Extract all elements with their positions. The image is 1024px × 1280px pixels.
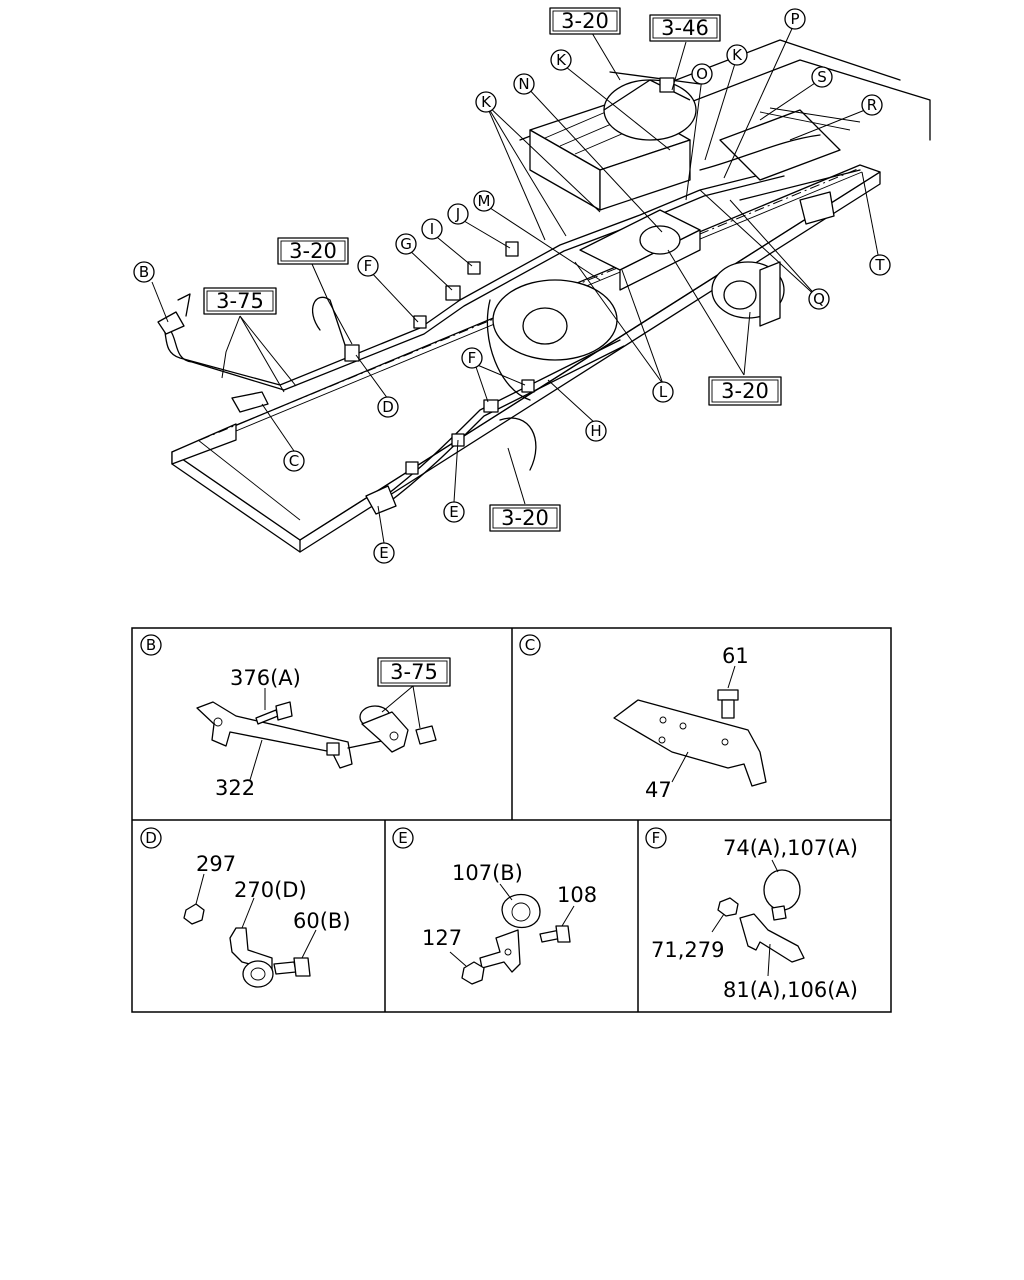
callout-j: J (447, 203, 469, 225)
page-ref-box: 3-20 (277, 237, 349, 265)
part-number: 270(D) (234, 878, 307, 902)
callout-i-label: I (430, 220, 434, 238)
panel-d-label: D (145, 829, 157, 847)
page-ref-label: 3-20 (501, 506, 549, 530)
part-number: 376(A) (230, 666, 301, 690)
page-ref-box: 3-20 (708, 376, 782, 406)
callout-i: I (421, 218, 443, 240)
callout-b: B (133, 261, 155, 283)
callout-c: C (283, 450, 305, 472)
callout-q: Q (808, 288, 830, 310)
part-number: 47 (645, 778, 672, 802)
callout-f: F (357, 255, 379, 277)
callout-k-3-label: K (732, 46, 743, 64)
callout-p: P (784, 8, 806, 30)
callout-h: H (585, 420, 607, 442)
part-number: 60(B) (293, 909, 351, 933)
page-ref-box: 3-20 (549, 7, 621, 35)
callout-t-label: T (874, 256, 885, 274)
callout-o-label: O (696, 65, 708, 83)
part-number: 127 (422, 926, 462, 950)
callout-r: R (861, 94, 883, 116)
callout-d-label: D (382, 398, 394, 416)
callout-f-2: F (461, 347, 483, 369)
callout-n: N (513, 73, 535, 95)
page-ref-label: 3-20 (721, 379, 769, 403)
callout-f-2-label: F (468, 349, 477, 367)
callout-k-2: K (550, 49, 572, 71)
page-ref-label: 3-75 (390, 660, 438, 684)
panel-e-label: E (398, 829, 407, 847)
part-number: 297 (196, 852, 236, 876)
page-ref-label: 3-75 (216, 289, 264, 313)
callout-e: E (443, 501, 465, 523)
callout-e-2: E (373, 542, 395, 564)
callout-h-label: H (590, 422, 601, 440)
detail-panel-d: D 297 270(D) 60(B) (140, 827, 351, 988)
callout-e-2-label: E (379, 544, 388, 562)
callout-m: M (473, 190, 495, 212)
callout-s: S (811, 66, 833, 88)
panel-f-label: F (652, 829, 661, 847)
part-number: 108 (557, 883, 597, 907)
callout-e-label: E (449, 503, 458, 521)
chassis-assembly-view (157, 39, 931, 553)
callout-k-2-label: K (556, 51, 567, 69)
callout-s-label: S (817, 68, 827, 86)
panel-b-label: B (146, 636, 156, 654)
part-number: 81(A),106(A) (723, 978, 858, 1002)
callout-c-label: C (289, 452, 299, 470)
detail-panel-c: C 61 47 (519, 634, 767, 802)
part-number: 322 (215, 776, 255, 800)
callout-r-label: R (867, 96, 877, 114)
callout-o: O (691, 63, 713, 85)
page-ref-label: 3-20 (561, 9, 609, 33)
callout-l: L (652, 381, 674, 403)
callout-l-label: L (659, 383, 668, 401)
part-number: 61 (722, 644, 749, 668)
callout-n-label: N (518, 75, 529, 93)
callout-g-label: G (400, 235, 412, 253)
callout-t: T (869, 254, 891, 276)
callout-k-label: K (481, 93, 492, 111)
callout-k: K (475, 91, 497, 113)
callout-k-3: K (726, 44, 748, 66)
page-ref-label: 3-46 (661, 16, 709, 40)
callout-leaders (151, 21, 881, 544)
detail-panels (131, 627, 892, 1013)
page-ref-box: 3-46 (649, 14, 721, 42)
callout-j-label: J (455, 205, 460, 223)
callout-m-label: M (478, 192, 491, 210)
part-number: 74(A),107(A) (723, 836, 858, 860)
callout-g: G (395, 233, 417, 255)
page-ref-label: 3-20 (289, 239, 337, 263)
callout-b-label: B (139, 263, 149, 281)
part-number: 71,279 (651, 938, 724, 962)
part-number: 107(B) (452, 861, 523, 885)
detail-panel-e: E 107(B) 108 127 (392, 827, 597, 985)
page-ref-box: 3-75 (203, 287, 277, 315)
page-ref-box: 3-20 (489, 504, 561, 532)
detail-panel-b: B 376(A) 322 3-75 (140, 634, 451, 800)
panel-c-label: C (525, 636, 535, 654)
detail-panel-f: F 74(A),107(A) 71,279 81(A),106(A) (645, 827, 858, 1002)
callout-f-label: F (364, 257, 373, 275)
callout-p-label: P (790, 10, 799, 28)
callout-d: D (377, 396, 399, 418)
callout-q-label: Q (813, 290, 825, 308)
